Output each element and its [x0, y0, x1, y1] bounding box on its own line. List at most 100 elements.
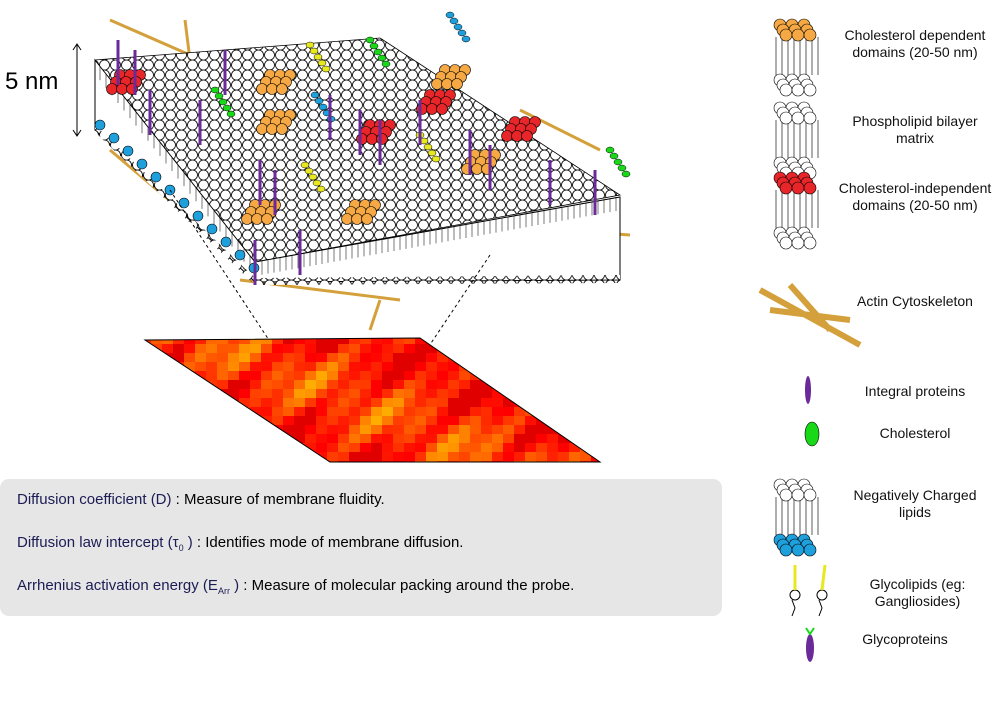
heatmap-cell	[272, 407, 283, 416]
heatmap-cell	[470, 362, 481, 371]
charged-lipid	[150, 171, 162, 183]
heatmap-cell	[580, 389, 591, 398]
heatmap-cell	[404, 407, 415, 416]
heatmap-cell	[206, 425, 217, 434]
heatmap-cell	[591, 416, 600, 425]
heatmap-cell	[437, 380, 448, 389]
heatmap-cell	[294, 344, 305, 353]
heatmap-cell	[558, 380, 569, 389]
heatmap-cell	[591, 371, 600, 380]
heatmap-cell	[371, 425, 382, 434]
heatmap-cell	[371, 407, 382, 416]
heatmap-cell	[591, 443, 600, 452]
heatmap-cell	[360, 338, 371, 344]
domain-lipid	[276, 123, 288, 135]
heatmap-cell	[525, 338, 536, 344]
heatmap-cell	[580, 353, 591, 362]
heatmap-cell	[250, 338, 261, 344]
heatmap-cell	[349, 362, 360, 371]
charged-lipid	[234, 249, 246, 261]
heatmap-cell	[558, 353, 569, 362]
glycan-bead	[321, 65, 331, 73]
heatmap-cell	[195, 398, 206, 407]
heatmap-cell	[349, 416, 360, 425]
heatmap-cell	[327, 371, 338, 380]
heatmap-cell	[481, 398, 492, 407]
heatmap-cell	[316, 344, 327, 353]
heatmap-cell	[371, 434, 382, 443]
heatmap-cell	[228, 416, 239, 425]
heatmap-cell	[151, 398, 162, 407]
heatmap-cell	[426, 416, 437, 425]
heatmap-cell	[261, 443, 272, 452]
heatmap-cell	[558, 443, 569, 452]
heatmap-cell	[294, 389, 305, 398]
heatmap-cell	[239, 398, 250, 407]
heatmap-cell	[151, 353, 162, 362]
heatmap-cell	[294, 407, 305, 416]
heatmap-cell	[514, 353, 525, 362]
heatmap-cell	[459, 425, 470, 434]
heatmap-cell	[580, 398, 591, 407]
charged-lipid	[206, 223, 218, 235]
heatmap-cell	[217, 443, 228, 452]
heatmap-cell	[415, 443, 426, 452]
heatmap-cell	[547, 389, 558, 398]
glycan-bead	[621, 170, 631, 178]
heatmap-cell	[283, 353, 294, 362]
glycan-bead	[365, 36, 375, 44]
heatmap-cell	[514, 389, 525, 398]
legend-lipid	[803, 488, 817, 502]
heatmap-cell	[184, 353, 195, 362]
heatmap-cell	[316, 416, 327, 425]
heatmap-cell	[371, 362, 382, 371]
heatmap-cell	[492, 371, 503, 380]
heatmap-cell	[602, 398, 613, 407]
heatmap-cell	[206, 443, 217, 452]
heatmap-cell	[602, 371, 613, 380]
heatmap-cell	[514, 434, 525, 443]
heatmap-cell	[448, 380, 459, 389]
heatmap-cell	[602, 407, 613, 416]
heatmap-cell	[536, 371, 547, 380]
heatmap-cell	[217, 407, 228, 416]
heatmap-cell	[349, 371, 360, 380]
heatmap-cell	[217, 416, 228, 425]
heatmap-cell	[569, 443, 580, 452]
heatmap-cell	[525, 362, 536, 371]
heatmap-cell	[525, 371, 536, 380]
heatmap-cell	[481, 434, 492, 443]
domain-lipid	[261, 213, 273, 225]
legend-lipid	[791, 488, 805, 502]
heatmap-cell	[228, 344, 239, 353]
heatmap-cell	[162, 407, 173, 416]
heatmap-cell	[426, 443, 437, 452]
heatmap-cell	[393, 353, 404, 362]
heatmap-cell	[316, 380, 327, 389]
heatmap-cell	[503, 353, 514, 362]
glycan-bead	[427, 149, 437, 157]
heatmap-cell	[371, 344, 382, 353]
actin-icon	[758, 283, 862, 348]
heatmap-cell	[569, 398, 580, 407]
heatmap-cell	[404, 362, 415, 371]
heatmap-cell	[602, 389, 613, 398]
heatmap-cell	[316, 461, 327, 462]
heatmap-cell	[151, 434, 162, 443]
heatmap-cell	[283, 362, 294, 371]
heatmap-cell	[426, 389, 437, 398]
heatmap-cell	[448, 434, 459, 443]
heatmap-cell	[547, 353, 558, 362]
heatmap-cell	[239, 371, 250, 380]
heatmap-cell	[206, 398, 217, 407]
heatmap-cell	[602, 452, 613, 461]
heatmap-cell	[393, 425, 404, 434]
domain-lipid	[256, 83, 268, 95]
heatmap-cell	[360, 434, 371, 443]
legend-lipid	[803, 111, 817, 125]
heatmap-cell	[145, 434, 151, 443]
heatmap-cell	[272, 353, 283, 362]
heatmap-cell	[547, 416, 558, 425]
glycan-bead	[453, 23, 463, 31]
